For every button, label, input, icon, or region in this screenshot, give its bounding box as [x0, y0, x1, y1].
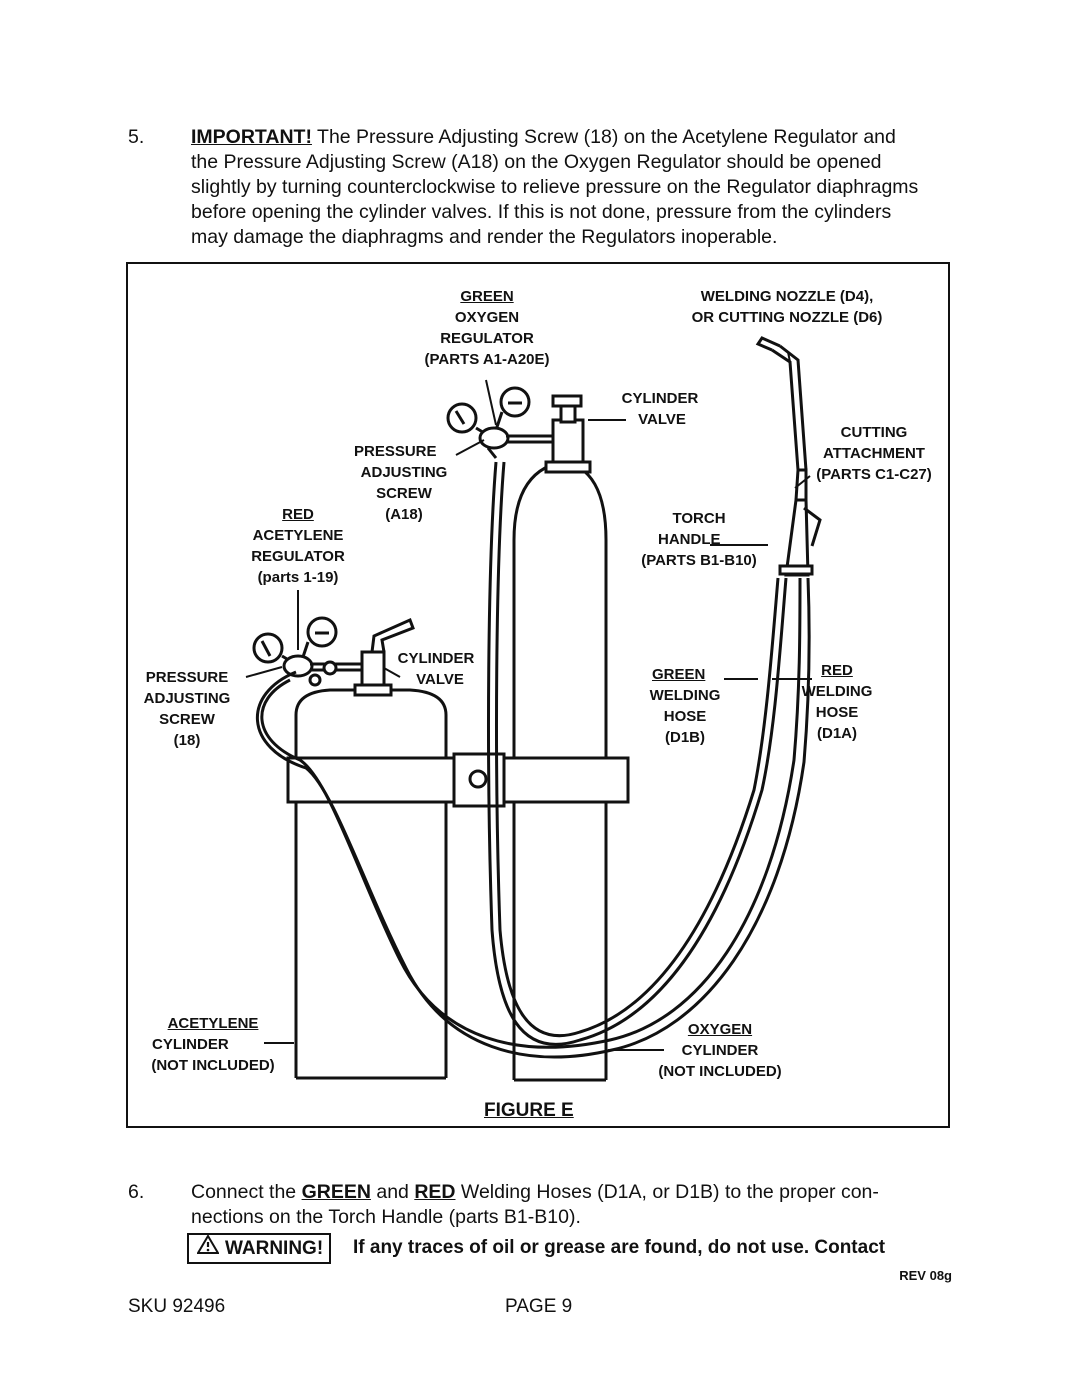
label-pressure-adjusting-screw-18: PRESSURE ADJUSTING SCREW (18) [143, 669, 231, 749]
label-green-oxygen-regulator: GREEN OXYGEN REGULATOR (PARTS A1-A20E) [424, 288, 550, 368]
label-green-welding-hose: GREEN WELDING HOSE (D1B) [649, 666, 721, 746]
label-acetylene-cylinder: ACETYLENE CYLINDER (NOT INCLUDED) [151, 1015, 275, 1074]
label-welding-nozzle: WELDING NOZZLE (D4), OR CUTTING NOZZLE (… [691, 288, 883, 326]
warning-text: If any traces of oil or grease are found… [353, 1237, 886, 1258]
label-red-acetylene-regulator: RED ACETYLENE REGULATOR (parts 1-19) [251, 506, 345, 586]
important-label: IMPORTANT! [191, 126, 312, 148]
red-emphasis: RED [414, 1181, 456, 1203]
warning-label: WARNING! [225, 1238, 324, 1259]
sku-label: SKU 92496 [128, 1296, 226, 1317]
label-cylinder-valve-bottom: CYLINDER VALVE [397, 650, 475, 688]
figure-caption: FIGURE E [484, 1100, 574, 1121]
step-5-line-1-text: The Pressure Adjusting Screw (18) on the… [317, 126, 896, 148]
step-5-line-4: before opening the cylinder valves. If t… [191, 201, 892, 223]
figure-e-frame [126, 262, 950, 1128]
label-cutting-attachment: CUTTING ATTACHMENT (PARTS C1-C27) [816, 424, 932, 483]
label-pressure-adjusting-screw-a18: PRESSURE ADJUSTING SCREW (A18) [354, 443, 448, 523]
step-6-number: 6. [128, 1181, 145, 1203]
step-5-line-1: IMPORTANT! The Pressure Adjusting Screw … [191, 125, 896, 150]
acetylene-cylinder-body [294, 688, 448, 1078]
welding-nozzle [755, 336, 781, 352]
warning-triangle-icon [196, 1234, 220, 1262]
warning-badge: WARNING! [187, 1233, 332, 1264]
page-number: PAGE 9 [505, 1296, 573, 1317]
green-emphasis: GREEN [301, 1181, 371, 1203]
label-red-welding-hose: RED WELDING HOSE (D1A) [801, 662, 873, 742]
step-6-line-1: Connect the GREEN and RED Welding Hoses … [191, 1181, 879, 1203]
step-5-line-3: slightly by turning counterclockwise to … [191, 176, 919, 198]
step-5-line-5: may damage the diaphragms and render the… [191, 226, 778, 248]
label-torch-handle: TORCH HANDLE (PARTS B1-B10) [641, 510, 757, 569]
torch-handle [784, 498, 810, 577]
label-cylinder-valve-top: CYLINDER VALVE [621, 390, 699, 428]
green-welding-hose [487, 461, 788, 1046]
revision-label: REV 08g [899, 1268, 952, 1283]
step-5-line-2: the Pressure Adjusting Screw (A18) on th… [191, 151, 882, 173]
label-oxygen-cylinder: OXYGEN CYLINDER (NOT INCLUDED) [658, 1021, 782, 1080]
step-6-line-2: nections on the Torch Handle (parts B1-B… [191, 1206, 581, 1228]
red-welding-hose [260, 577, 802, 1049]
step-5-number: 5. [128, 126, 145, 148]
